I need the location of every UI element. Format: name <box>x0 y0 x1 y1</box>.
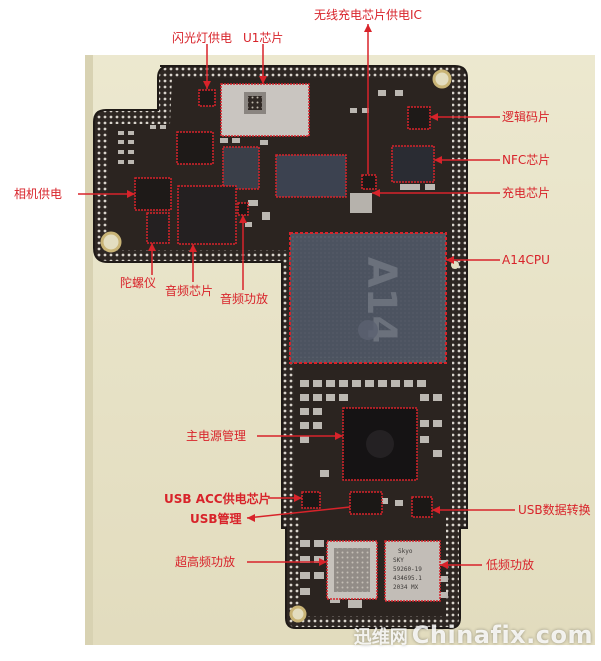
watermark-cn: 迅维网 <box>353 627 408 648</box>
mount-hole <box>432 69 452 89</box>
chip-left-upper <box>176 131 214 165</box>
arrow-heads <box>127 24 454 569</box>
label-audio-chip: 音频芯片 <box>165 284 214 298</box>
label-logic-board-chip: 逻辑码片 <box>502 110 551 124</box>
svg-text:434695.1: 434695.1 <box>393 575 422 582</box>
chip-usb-acc-power <box>301 491 321 509</box>
chip-usb-data-convert <box>411 496 433 518</box>
chip-usb-manage <box>349 491 383 515</box>
chip-gyroscope <box>146 212 170 244</box>
chip-audio-amp <box>237 202 249 216</box>
label-uhf-amp: 超高频功放 <box>175 555 236 569</box>
chip-mid-upper <box>222 146 260 190</box>
chip-flash-power <box>198 89 216 107</box>
chip-nfc <box>391 145 435 183</box>
label-charge-chip: 充电芯片 <box>502 186 551 200</box>
label-gyroscope: 陀螺仪 <box>120 276 157 290</box>
chip-lf-amp <box>384 540 441 602</box>
label-usb-acc-power: USB ACC供电芯片 <box>164 492 271 506</box>
label-usb-data-convert: USB数据转换 <box>518 503 591 517</box>
label-camera-power: 相机供电 <box>14 187 63 201</box>
watermark-en: Chinafix.com <box>411 621 593 649</box>
chip-center-top <box>275 154 347 198</box>
label-audio-amp: 音频功放 <box>220 292 269 306</box>
chip-logic-board <box>407 106 431 130</box>
svg-text:2034 MX: 2034 MX <box>393 584 419 591</box>
chip-audio <box>177 185 237 245</box>
svg-text:Skyo: Skyo <box>398 548 413 555</box>
mount-hole <box>289 605 307 623</box>
label-flash-power: 闪光灯供电 <box>172 31 233 45</box>
label-main-pmu: 主电源管理 <box>186 429 247 443</box>
label-u1-chip: U1芯片 <box>243 31 284 45</box>
leader-lines <box>78 24 515 566</box>
svg-text:59260-19: 59260-19 <box>393 566 422 573</box>
label-nfc-chip: NFC芯片 <box>502 153 551 167</box>
svg-text:SKY: SKY <box>393 557 404 564</box>
label-a14-cpu: A14CPU <box>502 253 550 267</box>
chip-charge <box>350 193 372 213</box>
small-components <box>118 90 448 608</box>
label-lf-amp: 低频功放 <box>486 558 535 572</box>
chip-camera-power <box>134 177 172 211</box>
chip-wireless-power <box>361 174 377 190</box>
label-usb-manage: USB管理 <box>190 512 242 526</box>
skyworks-marking: Skyo SKY 59260-19 434695.1 2034 MX <box>393 548 422 591</box>
mount-hole <box>100 231 122 253</box>
label-wireless-charge-ic: 无线充电芯片供电IC <box>314 8 422 22</box>
